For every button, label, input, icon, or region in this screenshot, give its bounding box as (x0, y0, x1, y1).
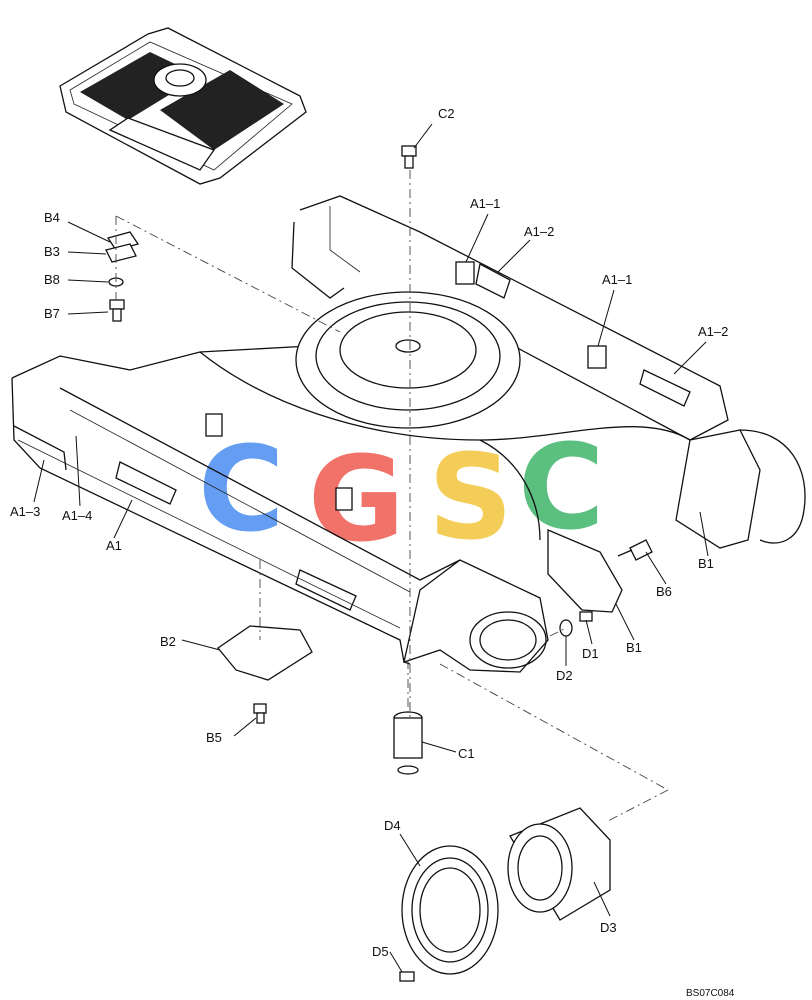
leader-lines (33, 123, 709, 973)
plate-b3-b4 (105, 231, 140, 263)
washer-d2 (559, 619, 573, 637)
idler-housing (675, 429, 761, 549)
label-b5: B5 (206, 730, 222, 745)
label-c1: C1 (458, 746, 475, 761)
track-assembly-thumbnail (59, 27, 307, 185)
bolt-b6 (617, 539, 653, 561)
watermark-letter-2: G (308, 430, 405, 568)
bolt-b7 (109, 299, 125, 322)
center-joint-c1 (393, 711, 423, 775)
sprocket-d4 (401, 845, 499, 975)
bolt-b5 (253, 703, 267, 724)
label-a1-1-upper: A1–1 (470, 196, 500, 211)
label-a1-2-lower: A1–2 (698, 324, 728, 339)
label-b3: B3 (44, 244, 60, 259)
drawing-code: BS07C084 (686, 988, 735, 999)
bolt-c2 (401, 145, 417, 169)
swing-circle-flange (295, 291, 521, 429)
label-d2: D2 (556, 668, 573, 683)
label-c2: C2 (438, 106, 455, 121)
drive-end-housing (403, 559, 549, 673)
track-frame (11, 195, 806, 673)
watermark-letter-3: S (428, 428, 513, 566)
track-guard-b2 (217, 625, 313, 681)
label-d5: D5 (372, 944, 389, 959)
bolt-d5 (399, 971, 415, 982)
label-b6: B6 (656, 584, 672, 599)
callout-labels: C2 A1–1 A1–2 A1–1 A1–2 B4 B3 B8 B7 A1–3 … (10, 106, 728, 959)
label-b7: B7 (44, 306, 60, 321)
label-d1: D1 (582, 646, 599, 661)
assembly-lines (115, 170, 669, 823)
watermark-letter-1: C (198, 420, 285, 558)
label-a1-1-lower: A1–1 (602, 272, 632, 287)
travel-motor-d3 (507, 807, 611, 921)
cover-plate-b1 (547, 529, 623, 613)
label-b2: B2 (160, 634, 176, 649)
label-a1-3: A1–3 (10, 504, 40, 519)
label-b1-cover: B1 (626, 640, 642, 655)
watermark: C G S C (198, 418, 605, 568)
watermark-letter-4: C (518, 418, 605, 556)
center-hole (395, 339, 421, 353)
label-d3: D3 (600, 920, 617, 935)
label-a1-4: A1–4 (62, 508, 92, 523)
label-b8: B8 (44, 272, 60, 287)
bolt-d1 (579, 611, 593, 622)
label-a1: A1 (106, 538, 122, 553)
label-b4: B4 (44, 210, 60, 225)
label-d4: D4 (384, 818, 401, 833)
label-b1-right: B1 (698, 556, 714, 571)
label-a1-2-upper: A1–2 (524, 224, 554, 239)
